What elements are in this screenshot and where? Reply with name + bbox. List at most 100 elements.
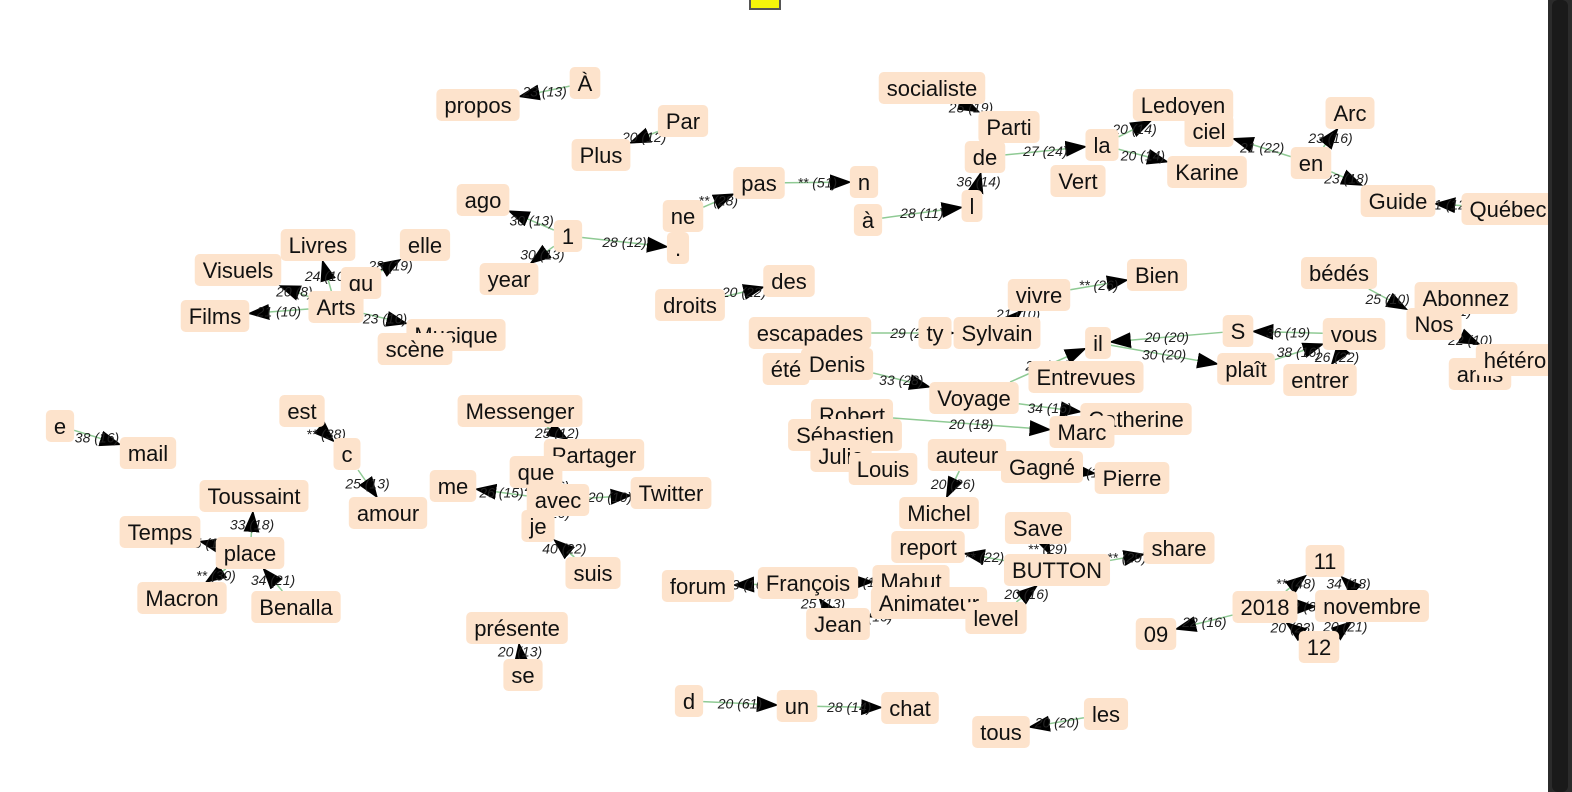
node-se[interactable]: se <box>503 659 543 691</box>
node-par[interactable]: Par <box>657 105 709 137</box>
node-plait[interactable]: plaît <box>1217 353 1275 385</box>
node-l[interactable]: l <box>961 190 983 222</box>
node-elle[interactable]: elle <box>399 229 451 261</box>
node-tous[interactable]: tous <box>972 716 1030 748</box>
node-ciel[interactable]: ciel <box>1184 115 1234 147</box>
node-pierre[interactable]: Pierre <box>1094 462 1170 494</box>
node-est[interactable]: est <box>279 395 325 427</box>
node-button[interactable]: BUTTON <box>1003 554 1111 586</box>
node-escapades[interactable]: escapades <box>748 317 872 349</box>
node-partager[interactable]: Partager <box>543 439 645 471</box>
node-il[interactable]: il <box>1085 327 1111 359</box>
node-ne[interactable]: ne <box>662 200 704 232</box>
node-des[interactable]: des <box>763 265 815 297</box>
node-michel[interactable]: Michel <box>899 497 979 529</box>
node-guide[interactable]: Guide <box>1360 185 1436 217</box>
node-year[interactable]: year <box>479 263 539 295</box>
node-ago[interactable]: ago <box>456 184 510 216</box>
node-francois[interactable]: François <box>757 567 859 599</box>
node-chat[interactable]: chat <box>881 692 939 724</box>
node-auteur[interactable]: auteur <box>927 439 1007 471</box>
node-y2018[interactable]: 2018 <box>1232 591 1298 623</box>
node-presente[interactable]: présente <box>466 612 568 644</box>
node-suis[interactable]: suis <box>565 557 621 589</box>
node-nos[interactable]: Nos <box>1406 308 1462 340</box>
node-novembre[interactable]: novembre <box>1315 590 1429 622</box>
node-entrer[interactable]: entrer <box>1283 364 1357 396</box>
node-sylvain[interactable]: Sylvain <box>953 317 1041 349</box>
node-arts[interactable]: Arts <box>308 291 364 323</box>
node-c[interactable]: c <box>333 438 361 470</box>
node-bedes[interactable]: bédés <box>1301 257 1377 289</box>
node-s[interactable]: S <box>1222 315 1254 347</box>
node-socialiste[interactable]: socialiste <box>878 72 986 104</box>
node-me[interactable]: me <box>429 470 477 502</box>
node-vous[interactable]: vous <box>1322 318 1386 350</box>
node-forum[interactable]: forum <box>661 570 735 602</box>
node-share[interactable]: share <box>1143 532 1215 564</box>
node-visuels[interactable]: Visuels <box>194 254 282 286</box>
node-level[interactable]: level <box>965 602 1027 634</box>
node-temps[interactable]: Temps <box>119 516 201 548</box>
node-les[interactable]: les <box>1083 698 1129 730</box>
node-ledoyen[interactable]: Ledoyen <box>1132 89 1234 121</box>
node-animateur[interactable]: Animateur <box>870 587 988 619</box>
vertical-scrollbar[interactable] <box>1548 0 1572 792</box>
node-propos[interactable]: propos <box>436 89 520 121</box>
node-twelve[interactable]: 12 <box>1298 631 1340 663</box>
node-karine[interactable]: Karine <box>1167 156 1247 188</box>
node-benalla[interactable]: Benalla <box>251 591 341 623</box>
node-quebec[interactable]: Québec <box>1461 193 1555 225</box>
node-louis[interactable]: Louis <box>848 453 918 485</box>
node-vivre[interactable]: vivre <box>1007 279 1071 311</box>
node-place[interactable]: place <box>215 537 285 569</box>
node-scene[interactable]: scène <box>377 333 453 365</box>
node-nine[interactable]: 09 <box>1135 618 1177 650</box>
node-arc[interactable]: Arc <box>1325 97 1375 129</box>
node-un[interactable]: un <box>776 690 818 722</box>
node-plus[interactable]: Plus <box>571 139 631 171</box>
node-macron[interactable]: Macron <box>137 582 227 614</box>
node-save[interactable]: Save <box>1004 512 1072 544</box>
node-ete[interactable]: été <box>762 353 810 385</box>
node-pas[interactable]: pas <box>733 167 785 199</box>
node-en[interactable]: en <box>1290 147 1332 179</box>
node-gagne[interactable]: Gagné <box>1000 451 1084 483</box>
node-eleven[interactable]: 11 <box>1305 545 1345 577</box>
node-d[interactable]: d <box>674 685 704 717</box>
node-amour[interactable]: amour <box>348 497 428 529</box>
node-denis[interactable]: Denis <box>800 348 874 380</box>
node-la[interactable]: la <box>1085 129 1119 161</box>
node-parti[interactable]: Parti <box>978 111 1040 143</box>
scrollbar-thumb[interactable] <box>1552 0 1568 792</box>
node-a2[interactable]: à <box>853 204 883 236</box>
node-abonnez[interactable]: Abonnez <box>1414 282 1518 314</box>
node-voyage[interactable]: Voyage <box>929 382 1019 414</box>
node-e[interactable]: e <box>45 410 75 442</box>
edge-label: 36 (14) <box>956 174 1000 190</box>
node-hetero[interactable]: hétéro <box>1475 344 1555 376</box>
node-livres[interactable]: Livres <box>280 229 356 261</box>
node-messenger[interactable]: Messenger <box>457 395 583 427</box>
node-toussaint[interactable]: Toussaint <box>199 480 309 512</box>
node-vert[interactable]: Vert <box>1050 165 1106 197</box>
node-avec[interactable]: avec <box>526 484 590 516</box>
node-bien[interactable]: Bien <box>1126 259 1188 291</box>
node-ty[interactable]: ty <box>918 317 952 349</box>
node-one[interactable]: 1 <box>553 220 583 252</box>
node-n[interactable]: n <box>849 166 879 198</box>
node-a[interactable]: À <box>569 67 601 99</box>
node-entrevues[interactable]: Entrevues <box>1028 361 1144 393</box>
node-que[interactable]: que <box>509 456 563 488</box>
node-mail[interactable]: mail <box>119 437 177 469</box>
node-marc[interactable]: Marc <box>1049 416 1115 448</box>
node-report[interactable]: report <box>891 531 965 563</box>
node-jean[interactable]: Jean <box>806 608 870 640</box>
node-twitter[interactable]: Twitter <box>630 477 712 509</box>
node-dot[interactable]: . <box>666 232 690 264</box>
node-de[interactable]: de <box>964 141 1006 173</box>
node-films[interactable]: Films <box>180 300 250 332</box>
node-je[interactable]: je <box>521 510 555 542</box>
node-droits[interactable]: droits <box>655 289 725 321</box>
